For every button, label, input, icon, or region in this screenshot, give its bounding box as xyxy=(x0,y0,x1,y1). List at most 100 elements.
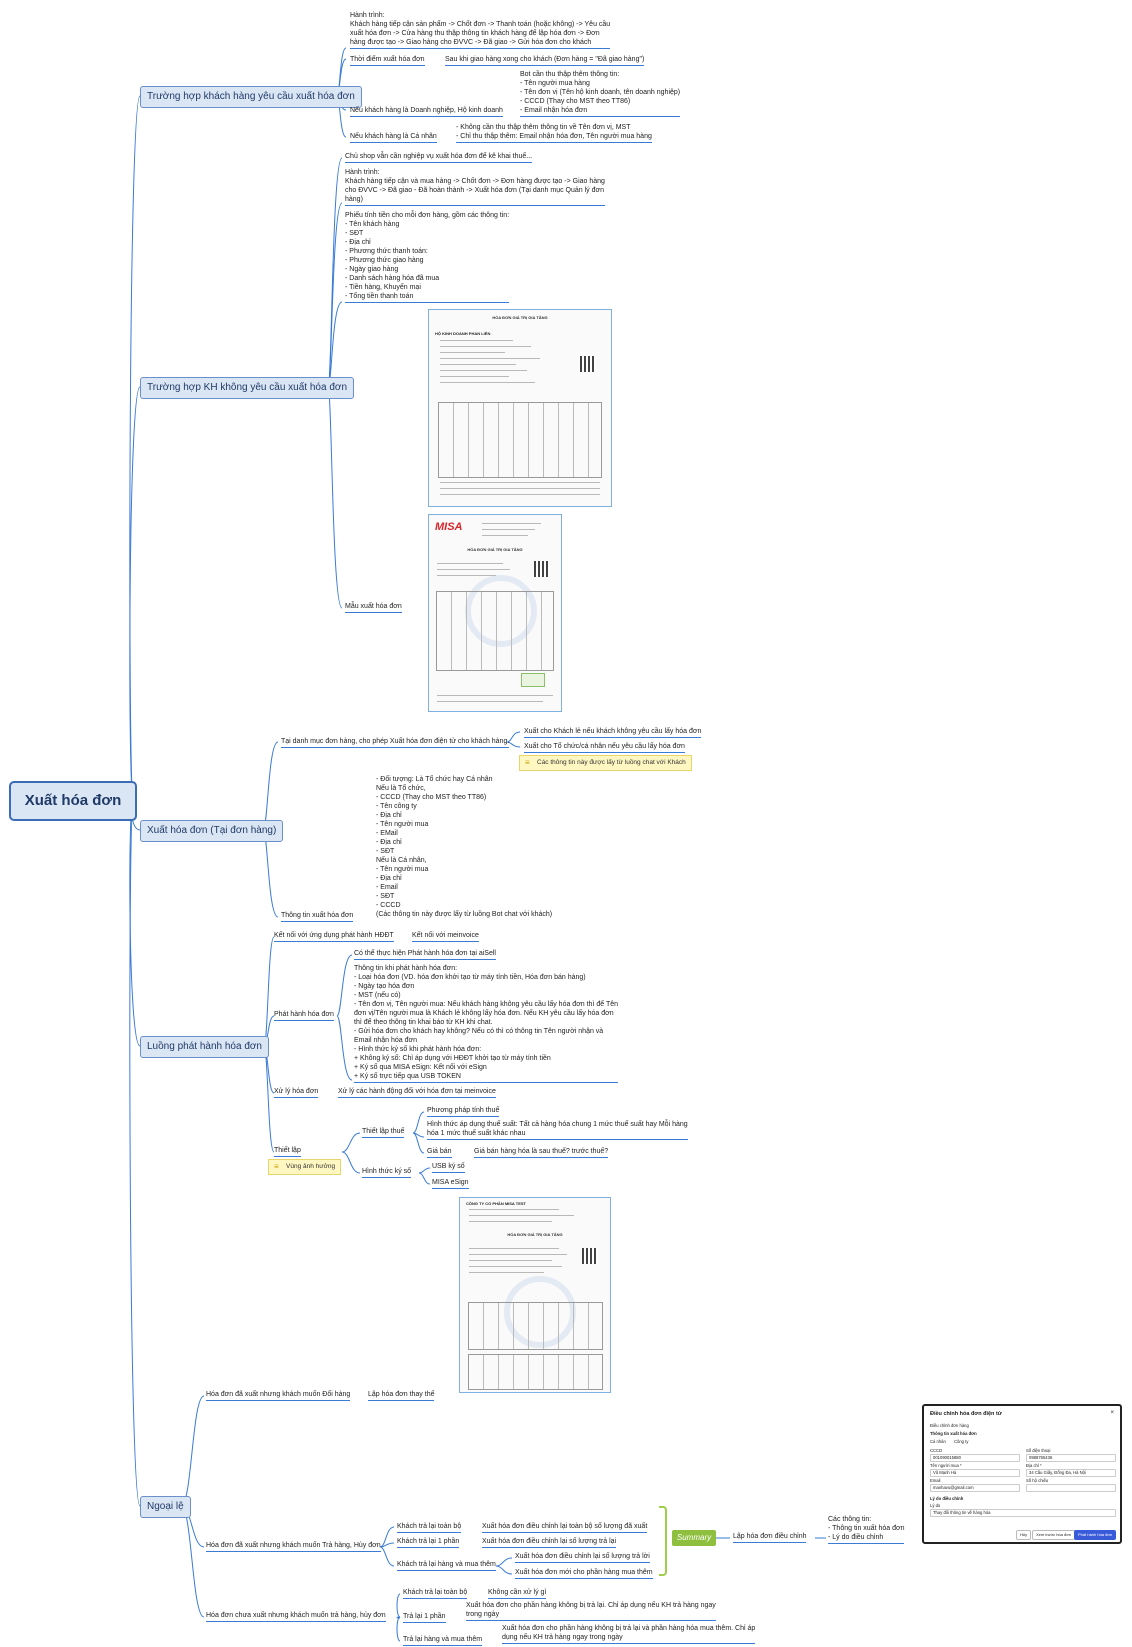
dialog-order-link[interactable]: Điều chỉnh đơn hàng xyxy=(930,1423,969,1428)
radio-individual[interactable]: Cá nhân xyxy=(930,1439,946,1444)
phone-field[interactable] xyxy=(1026,1454,1116,1462)
branch-customer-no-invoice[interactable]: Trường hợp KH không yêu cầu xuất hóa đơn xyxy=(140,377,354,399)
b4-process-value: Xử lý các hành động đối với hóa đơn tại … xyxy=(338,1087,496,1098)
invoice-line xyxy=(439,488,601,489)
branch-customer-requests-invoice[interactable]: Trường hợp khách hàng yêu cầu xuất hóa đ… xyxy=(140,86,362,108)
invoice-line xyxy=(469,1254,567,1255)
invoice-3-seller: CÔNG TY CỔ PHẦN MISA TEST xyxy=(466,1201,527,1206)
cccd-value: 001090015880 xyxy=(933,1455,961,1460)
phone-value: 0988765436 xyxy=(1029,1455,1053,1460)
email-value: manhavu@gmail.com xyxy=(933,1485,974,1490)
invoice-line xyxy=(439,494,601,495)
b5-adjust-info: Các thông tin: - Thông tin xuất hóa đơn … xyxy=(828,1515,905,1544)
buyer-value: Vũ Mạnh Hà xyxy=(933,1470,957,1475)
summary-bracket xyxy=(659,1506,667,1576)
b2-note: Chủ shop vẫn cần nghiệp vụ xuất hóa đơn … xyxy=(345,152,533,163)
reason-field[interactable] xyxy=(930,1509,1116,1517)
invoice-line xyxy=(436,575,497,576)
preview-invoice-button[interactable]: Xem trước hóa đơn xyxy=(1032,1530,1076,1540)
b5-unissued-buy-value: Xuất hóa đơn cho phần hàng không bị trả … xyxy=(502,1624,756,1644)
issue-invoice-button[interactable]: Phát hành hóa đơn xyxy=(1074,1530,1117,1540)
invoice-line xyxy=(481,529,535,530)
address-value: 34 Cầu Giấy, Đống Đa, Hà Nội xyxy=(1029,1470,1086,1475)
invoice-2-header: HÓA ĐƠN GIÁ TRỊ GIA TĂNG xyxy=(467,547,523,552)
b3-info-label: Thông tin xuất hóa đơn xyxy=(281,911,354,922)
invoice-line xyxy=(439,352,506,353)
invoice-line xyxy=(469,1260,552,1261)
b1-biz-value: Bot cần thu thập thêm thông tin: - Tên n… xyxy=(520,70,681,117)
invoice-line xyxy=(439,358,540,359)
b5-return-buy-value-1: Xuất hóa đơn điều chỉnh lại số lượng trả… xyxy=(515,1552,650,1563)
root-topic[interactable]: Xuất hóa đơn xyxy=(9,781,137,821)
dialog-title: Điều chỉnh hóa đơn điện tử xyxy=(930,1411,1002,1417)
address-label: Địa chỉ * xyxy=(1026,1463,1042,1468)
invoice-3-header: HÓA ĐƠN GIÁ TRỊ GIA TĂNG xyxy=(507,1232,563,1237)
b4-setup-label: Thiết lập xyxy=(274,1146,301,1157)
invoice-line xyxy=(436,701,543,702)
b5-return-all: Khách trả lại toàn bộ xyxy=(397,1522,462,1533)
b5-unissued-all-value: Không cần xử lý gì xyxy=(488,1588,547,1599)
b3-option-note: Các thông tin này được lấy từ luồng chat… xyxy=(519,755,692,771)
cancel-button[interactable]: Hủy xyxy=(1016,1530,1032,1540)
invoice-line xyxy=(439,364,517,365)
branch-issue-at-order[interactable]: Xuất hóa đơn (Tại đơn hàng) xyxy=(140,820,284,842)
radio-company[interactable]: Công ty xyxy=(954,1439,969,1444)
b4-tax-label: Thiết lập thuế xyxy=(362,1127,405,1138)
invoice-line xyxy=(469,1221,552,1222)
passport-field[interactable] xyxy=(1026,1484,1116,1492)
b2-receipt: Phiếu tính tiền cho mỗi đơn hàng, gồm cá… xyxy=(345,211,510,303)
cccd-label: CCCD xyxy=(930,1448,943,1453)
dialog-section-title: Thông tin xuất hóa đơn xyxy=(930,1431,977,1436)
b4-sign-label: Hình thức ký số xyxy=(362,1167,412,1178)
address-field[interactable] xyxy=(1026,1469,1116,1477)
b4-sign-misa: MISA eSign xyxy=(432,1178,469,1189)
b1-person-label: Nếu khách hàng là Cá nhân xyxy=(350,132,437,143)
invoice-table xyxy=(438,402,602,478)
b5-unissued-all: Khách trả lại toàn bộ xyxy=(403,1588,468,1599)
b5-adjust-action: Lập hóa đơn điều chỉnh xyxy=(733,1532,807,1543)
b4-connect-value: Kết nối với meinvoice xyxy=(412,931,479,942)
invoice-line xyxy=(439,482,601,483)
b4-price-label: Giá bán xyxy=(427,1147,452,1158)
invoice-table xyxy=(467,1302,603,1350)
b4-price-value: Giá bán hàng hóa là sau thuế? trước thuế… xyxy=(474,1147,609,1158)
misa-logo: MISA xyxy=(435,521,463,533)
invoice-sample-3[interactable]: CÔNG TY CỔ PHẦN MISA TEST HÓA ĐƠN GIÁ TR… xyxy=(459,1197,611,1393)
invoice-totals-table xyxy=(467,1354,603,1390)
invoice-sample-1[interactable]: HÓA ĐƠN GIÁ TRỊ GIA TĂNG HỘ KINH DOANH P… xyxy=(428,309,612,507)
invoice-line xyxy=(436,695,554,696)
adjust-invoice-dialog[interactable]: Điều chỉnh hóa đơn điện tử × Điều chỉnh … xyxy=(922,1404,1122,1544)
b5-unissued-case: Hóa đơn chưa xuất nhưng khách muốn trả h… xyxy=(206,1611,386,1622)
b5-return-part-value: Xuất hóa đơn điều chỉnh lại số lượng trả… xyxy=(482,1537,617,1548)
branch-exceptions[interactable]: Ngoại lệ xyxy=(140,1496,191,1518)
email-label: Email xyxy=(930,1478,941,1483)
b1-biz-label: Nếu khách hàng là Doanh nghiệp, Hộ kinh … xyxy=(350,106,503,117)
invoice-line xyxy=(436,569,510,570)
phone-label: Số điện thoại xyxy=(1026,1448,1051,1453)
cccd-field[interactable] xyxy=(930,1454,1020,1462)
invoice-line xyxy=(439,376,510,377)
b4-tax-method: Phương pháp tính thuế xyxy=(427,1106,500,1117)
buyer-field[interactable] xyxy=(930,1469,1020,1477)
invoice-line xyxy=(436,563,503,564)
b5-return-buy-value-2: Xuất hóa đơn mới cho phần hàng mua thêm xyxy=(515,1568,653,1579)
invoice-line xyxy=(469,1248,559,1249)
invoice-line xyxy=(439,340,513,341)
close-icon[interactable]: × xyxy=(1110,1410,1114,1416)
b1-flow: Hành trình: Khách hàng tiếp cận sản phẩm… xyxy=(350,11,611,49)
invoice-line xyxy=(481,523,542,524)
summary-tag[interactable]: Summary xyxy=(672,1530,716,1546)
invoice-sample-2[interactable]: MISA HÓA ĐƠN GIÁ TRỊ GIA TĂNG xyxy=(428,514,562,712)
reason-value: Thay đổi thông tin về hàng hóa xyxy=(933,1510,991,1515)
invoice-line xyxy=(481,535,528,536)
email-field[interactable] xyxy=(930,1484,1020,1492)
qr-code-icon xyxy=(582,1248,598,1264)
b5-unissued-buy: Trả lại hàng và mua thêm xyxy=(403,1635,483,1646)
b5-unissued-part-value: Xuất hóa đơn cho phần hàng không bị trả … xyxy=(466,1601,716,1621)
b5-return-part: Khách trả lại 1 phần xyxy=(397,1537,460,1548)
b3-info-value: - Đối tượng: Là Tổ chức hay Cá nhân Nếu … xyxy=(376,776,553,918)
branch-issuing-flow[interactable]: Luồng phát hành hóa đơn xyxy=(140,1036,269,1058)
invoice-line xyxy=(469,1215,574,1216)
b1-timing-value: Sau khi giao hàng xong cho khách (Đơn hà… xyxy=(445,55,645,66)
b3-option-retail: Xuất cho Khách lẻ nếu khách không yêu cầ… xyxy=(524,727,702,738)
